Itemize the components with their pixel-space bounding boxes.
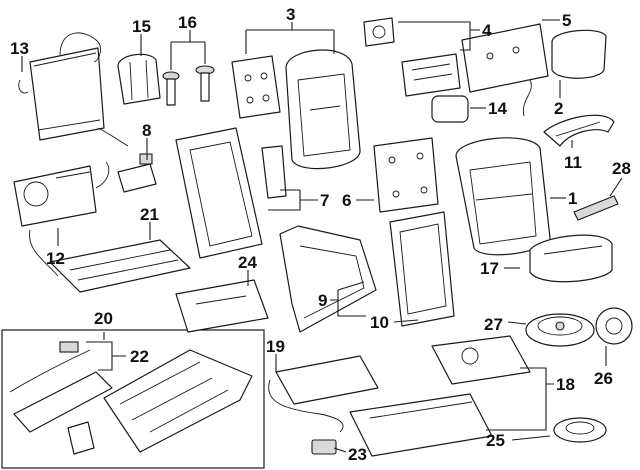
- part-15-head-rest: [117, 53, 161, 105]
- callout-25: 25: [486, 431, 505, 450]
- part-10-frame: [389, 211, 455, 327]
- callout-16: 16: [178, 13, 197, 32]
- callout-numbers: 13 15 16 3 4 5 8 14 2 11 28 7 6 1 12 21 …: [10, 5, 631, 464]
- part-16-guides: [162, 65, 215, 106]
- callout-24: 24: [238, 253, 257, 272]
- callout-11: 11: [564, 153, 582, 172]
- part-14-pad: [431, 95, 469, 123]
- callout-17: 17: [480, 259, 499, 278]
- callout-22: 22: [130, 347, 149, 366]
- callout-10: 10: [370, 313, 389, 332]
- callout-18: 18: [556, 375, 575, 394]
- part-5-rear-panel: [461, 23, 549, 117]
- part-21-cross-member: [49, 239, 191, 293]
- part-27-motor: [525, 313, 595, 347]
- callout-28: 28: [612, 159, 631, 178]
- part-8-switch: [117, 153, 157, 193]
- part-1-back-assembly: [455, 137, 551, 256]
- callout-13: 13: [10, 39, 29, 58]
- part-4-bezel: [363, 17, 461, 97]
- callout-14: 14: [488, 99, 507, 118]
- callout-20: 20: [94, 309, 113, 328]
- callout-8: 8: [142, 121, 151, 140]
- part-24-pan: [175, 279, 269, 333]
- part-17-cushion: [529, 234, 613, 283]
- part-13-back-panel: [18, 32, 129, 147]
- callout-15: 15: [132, 17, 151, 36]
- callout-5: 5: [562, 11, 571, 30]
- part-6-bracket: [373, 137, 439, 213]
- part-2-trim: [551, 29, 607, 79]
- callout-12: 12: [46, 249, 65, 268]
- part-18-seat-pan: [431, 335, 531, 385]
- part-22-track: [9, 341, 253, 455]
- callout-3: 3: [286, 5, 295, 24]
- callout-7: 7: [320, 191, 329, 210]
- part-23-connector: [311, 439, 337, 455]
- part-28-strip: [573, 195, 619, 221]
- callout-4: 4: [482, 21, 492, 40]
- callout-2: 2: [554, 99, 563, 118]
- callout-27: 27: [484, 315, 503, 334]
- callout-21: 21: [140, 205, 159, 224]
- part-9-side-panel: [279, 225, 377, 333]
- leader-lines: [21, 19, 623, 453]
- callout-26: 26: [594, 369, 613, 388]
- callout-23: 23: [348, 445, 367, 464]
- inset-frame: [1, 329, 265, 469]
- part-3-back-cushion: [231, 49, 361, 170]
- part-26-gear: [595, 307, 633, 345]
- callout-1: 1: [568, 189, 577, 208]
- callout-19: 19: [266, 337, 285, 356]
- part-12-actuator: [13, 161, 110, 277]
- part-25-base: [349, 393, 607, 457]
- part-19-harness: [268, 355, 379, 433]
- part-11-shield: [543, 114, 615, 147]
- callout-6: 6: [342, 191, 351, 210]
- callout-9: 9: [318, 291, 327, 310]
- part-7-back-frame: [175, 127, 287, 259]
